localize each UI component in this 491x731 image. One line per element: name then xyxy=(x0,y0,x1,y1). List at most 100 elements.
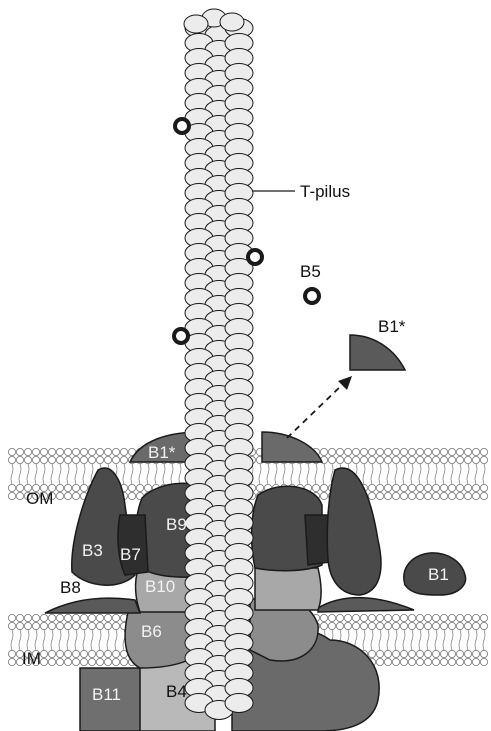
im-lipid-head xyxy=(472,622,479,629)
b8-label: B8 xyxy=(60,578,81,597)
b9-label: B9 xyxy=(166,515,187,534)
im-lipid-head xyxy=(40,650,47,657)
om-lipid-tail xyxy=(171,464,173,484)
om-lipid-tail xyxy=(131,464,133,484)
im-lipid-head xyxy=(424,622,431,629)
im-lipid-tail xyxy=(467,630,469,650)
im-lipid-head xyxy=(344,622,351,629)
b7-label: B7 xyxy=(120,545,141,564)
om-lipid-head xyxy=(72,492,79,499)
im-lipid-head xyxy=(336,614,343,621)
im-lipid-tail xyxy=(387,630,389,650)
im-lipid-head xyxy=(384,622,391,629)
im-lipid-head xyxy=(320,622,327,629)
im-lipid-head xyxy=(32,614,39,621)
om-lipid-head xyxy=(56,492,63,499)
om-lipid-head xyxy=(128,492,135,499)
om-lipid-head xyxy=(320,448,327,455)
om-lipid-head xyxy=(320,492,327,499)
im-lipid-tail xyxy=(19,630,21,650)
im-lipid-tail xyxy=(35,630,37,650)
om-lipid-tail xyxy=(395,464,397,484)
im-lipid-head xyxy=(416,650,423,657)
im-lipid-head xyxy=(432,650,439,657)
om-lipid-tail xyxy=(451,464,453,484)
om-lipid-tail xyxy=(179,464,181,484)
om-lipid-tail xyxy=(43,464,45,484)
im-lipid-head xyxy=(480,614,487,621)
b1-star-free-label: B1* xyxy=(378,317,406,336)
im-lipid-head xyxy=(104,622,111,629)
om-lipid-head xyxy=(472,492,479,499)
om-lipid-head xyxy=(432,448,439,455)
im-lipid-tail xyxy=(395,630,397,650)
om-lipid-tail xyxy=(59,464,61,484)
om-lipid-tail xyxy=(371,464,373,484)
im-lipid-head xyxy=(416,658,423,665)
om-lipid-head xyxy=(104,456,111,463)
om-lipid-tail xyxy=(283,464,285,484)
om-lipid-head xyxy=(464,492,471,499)
om-lipid-head xyxy=(464,456,471,463)
om-lipid-head xyxy=(440,456,447,463)
om-lipid-head xyxy=(480,492,487,499)
om-lipid-head xyxy=(344,456,351,463)
b11-label: B11 xyxy=(92,685,121,704)
om-lipid-head xyxy=(80,456,87,463)
im-lipid-tail xyxy=(91,630,93,650)
om-lipid-head xyxy=(384,484,391,491)
t-pilus-cap-subunit xyxy=(184,15,208,33)
im-lipid-head xyxy=(88,658,95,665)
om-lipid-tail xyxy=(51,464,53,484)
im-lipid-head xyxy=(368,614,375,621)
im-lipid-head xyxy=(48,622,55,629)
om-lipid-head xyxy=(400,448,407,455)
om-lipid-head xyxy=(456,448,463,455)
im-lipid-head xyxy=(56,658,63,665)
im-lipid-head xyxy=(432,622,439,629)
im-lipid-head xyxy=(352,614,359,621)
im-lipid-tail xyxy=(75,630,77,650)
b3-label: B3 xyxy=(82,541,103,560)
im-lipid-head xyxy=(72,658,79,665)
im-lipid-tail xyxy=(83,630,85,650)
im-lipid-head xyxy=(344,614,351,621)
om-lipid-head xyxy=(16,492,23,499)
im-lipid-head xyxy=(112,622,119,629)
om-lipid-head xyxy=(424,484,431,491)
om-lipid-head xyxy=(64,456,71,463)
om-lipid-tail xyxy=(299,464,301,484)
im-lipid-head xyxy=(360,614,367,621)
t-pilus-subunit xyxy=(225,694,253,713)
b1-star-membrane-label: B1* xyxy=(148,443,176,462)
om-lipid-head xyxy=(416,448,423,455)
om-lipid-head xyxy=(416,492,423,499)
om-lipid-head xyxy=(32,456,39,463)
om-lipid-tail xyxy=(307,464,309,484)
om-lipid-head xyxy=(376,484,383,491)
im-lipid-tail xyxy=(51,630,53,650)
im-lipid-head xyxy=(400,622,407,629)
om-lipid-head xyxy=(64,484,71,491)
im-lipid-tail xyxy=(411,630,413,650)
b5-ring xyxy=(174,329,188,343)
im-lipid-tail xyxy=(115,630,117,650)
im-lipid-head xyxy=(48,650,55,657)
im-lipid-head xyxy=(80,614,87,621)
om-lipid-head xyxy=(376,448,383,455)
im-lipid-head xyxy=(40,658,47,665)
b7-right-protein xyxy=(305,515,330,565)
t-pilus-cap-subunit xyxy=(220,13,244,31)
om-lipid-tail xyxy=(315,464,317,484)
im-lipid-head xyxy=(384,658,391,665)
om-lipid-head xyxy=(456,484,463,491)
b5-label: B5 xyxy=(300,262,321,281)
im-lipid-head xyxy=(464,650,471,657)
om-lipid-head xyxy=(456,456,463,463)
om-lipid-tail xyxy=(155,464,157,484)
im-lipid-head xyxy=(56,614,63,621)
im-lipid-head xyxy=(88,622,95,629)
im-lipid-tail xyxy=(483,630,485,650)
im-lipid-head xyxy=(88,614,95,621)
im-lipid-head xyxy=(456,650,463,657)
